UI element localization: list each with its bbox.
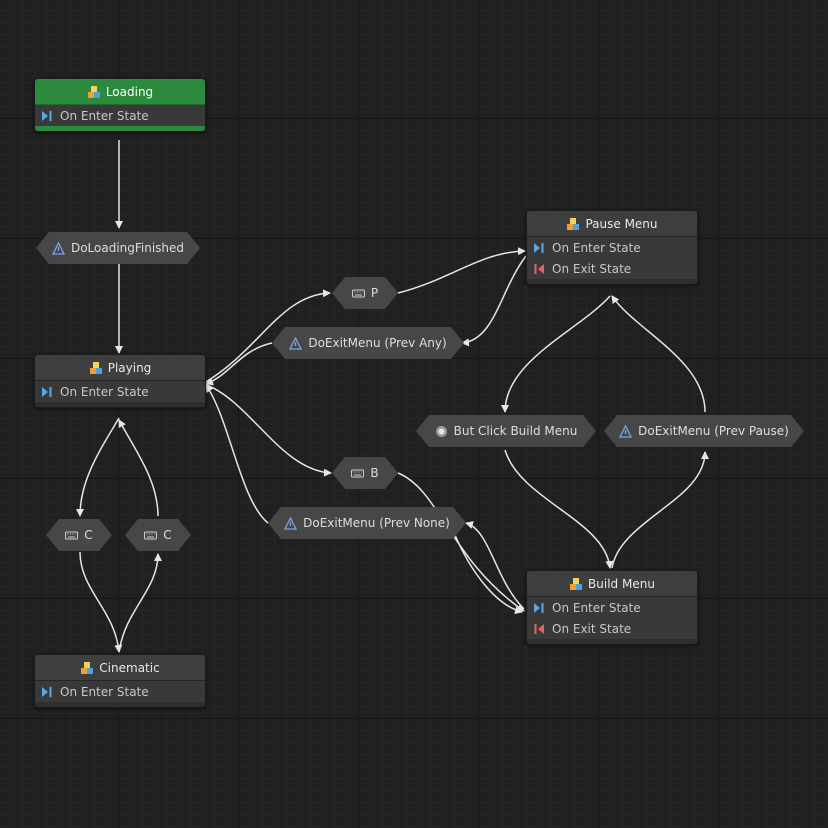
wire-cinematic-to-cright bbox=[118, 553, 162, 653]
wire-exitnone-to-build bbox=[454, 534, 523, 615]
on-enter-state-icon bbox=[534, 602, 544, 613]
event-signal-icon bbox=[52, 242, 65, 255]
keyboard-icon bbox=[352, 287, 365, 300]
state-action-label: On Enter State bbox=[60, 108, 149, 123]
event-signal-icon bbox=[289, 337, 302, 350]
state-header-loading[interactable]: Loading bbox=[35, 79, 205, 105]
state-node-loading[interactable]: Loading On Enter State bbox=[34, 78, 206, 132]
transition-label: DoExitMenu (Prev None) bbox=[303, 516, 450, 530]
state-action-row[interactable]: On Enter State bbox=[35, 381, 205, 402]
wire-pause-to-exitany bbox=[461, 255, 527, 347]
state-header-playing[interactable]: Playing bbox=[35, 355, 205, 381]
state-action-label: On Enter State bbox=[552, 240, 641, 255]
on-enter-state-icon bbox=[534, 242, 544, 253]
state-action-label: On Enter State bbox=[60, 384, 149, 399]
state-node-build-menu[interactable]: Build Menu On Enter State On Exit State bbox=[526, 570, 698, 645]
on-exit-state-icon bbox=[534, 623, 544, 634]
state-action-row[interactable]: On Enter State bbox=[35, 105, 205, 126]
state-cube-icon bbox=[81, 661, 94, 674]
transition-key-b[interactable]: B bbox=[332, 457, 398, 489]
wire-exitany-to-playing bbox=[205, 342, 273, 386]
button-click-icon bbox=[435, 425, 448, 438]
state-node-playing[interactable]: Playing On Enter State bbox=[34, 354, 206, 408]
keyboard-icon bbox=[351, 467, 364, 480]
state-header-build-menu[interactable]: Build Menu bbox=[527, 571, 697, 597]
transition-label: DoLoadingFinished bbox=[70, 241, 185, 255]
state-action-label: On Exit State bbox=[552, 261, 632, 276]
transition-key-c-right[interactable]: C bbox=[125, 519, 191, 551]
transition-but-click-build-menu[interactable]: But Click Build Menu bbox=[416, 415, 596, 447]
wire-playing-to-b bbox=[203, 383, 332, 477]
transition-label: But Click Build Menu bbox=[453, 424, 578, 438]
wire-cright-to-playing bbox=[118, 419, 159, 517]
wire-build-to-exitnone bbox=[465, 521, 525, 610]
wire-butclick-to-build bbox=[504, 449, 614, 569]
state-title-cinematic: Cinematic bbox=[99, 660, 160, 675]
state-header-cinematic[interactable]: Cinematic bbox=[35, 655, 205, 681]
node-footer bbox=[527, 279, 697, 284]
state-cube-icon bbox=[570, 577, 583, 590]
state-action-row[interactable]: On Enter State bbox=[35, 681, 205, 702]
state-action-label: On Enter State bbox=[552, 600, 641, 615]
wire-pause-to-butclick bbox=[501, 295, 611, 413]
node-footer bbox=[35, 702, 205, 707]
transition-do-exit-menu-prev-none[interactable]: DoExitMenu (Prev None) bbox=[268, 507, 466, 539]
state-node-cinematic[interactable]: Cinematic On Enter State bbox=[34, 654, 206, 708]
state-action-label: On Exit State bbox=[552, 621, 632, 636]
transition-label: C bbox=[163, 528, 172, 542]
keyboard-icon bbox=[65, 529, 78, 542]
on-enter-state-icon bbox=[42, 686, 52, 697]
transition-label: P bbox=[370, 286, 379, 300]
state-header-pause-menu[interactable]: Pause Menu bbox=[527, 211, 697, 237]
on-enter-state-icon bbox=[42, 110, 52, 121]
event-signal-icon bbox=[284, 517, 297, 530]
transition-label: B bbox=[370, 466, 379, 480]
state-action-row[interactable]: On Enter State bbox=[527, 597, 697, 618]
keyboard-icon bbox=[144, 529, 157, 542]
state-title-playing: Playing bbox=[107, 360, 152, 375]
state-title-build-menu: Build Menu bbox=[588, 576, 655, 591]
state-action-label: On Enter State bbox=[60, 684, 149, 699]
node-footer bbox=[35, 126, 205, 131]
wire-cleft-to-cinematic bbox=[79, 551, 123, 653]
on-exit-state-icon bbox=[534, 263, 544, 274]
transition-key-p[interactable]: P bbox=[332, 277, 398, 309]
node-footer bbox=[35, 402, 205, 407]
state-node-pause-menu[interactable]: Pause Menu On Enter State On Exit State bbox=[526, 210, 698, 285]
state-title-loading: Loading bbox=[105, 84, 154, 99]
transition-key-c-left[interactable]: C bbox=[46, 519, 112, 551]
wire-playing-to-cleft bbox=[76, 417, 120, 517]
wire-exitpause-to-pause bbox=[611, 295, 706, 413]
transition-do-exit-menu-prev-pause[interactable]: DoExitMenu (Prev Pause) bbox=[604, 415, 804, 447]
node-footer bbox=[527, 639, 697, 644]
event-signal-icon bbox=[619, 425, 632, 438]
state-cube-icon bbox=[89, 361, 102, 374]
wire-b-to-build bbox=[397, 472, 525, 612]
transition-label: C bbox=[84, 528, 93, 542]
state-title-pause-menu: Pause Menu bbox=[585, 216, 658, 231]
wire-build-to-exitpause bbox=[611, 451, 709, 569]
transition-do-exit-menu-prev-any[interactable]: DoExitMenu (Prev Any) bbox=[272, 327, 464, 359]
state-action-row[interactable]: On Exit State bbox=[527, 618, 697, 639]
state-cube-icon bbox=[567, 217, 580, 230]
wire-exitnone-to-playing bbox=[205, 384, 269, 524]
transition-label: DoExitMenu (Prev Pause) bbox=[638, 424, 789, 438]
state-cube-icon bbox=[87, 85, 100, 98]
state-action-row[interactable]: On Enter State bbox=[527, 237, 697, 258]
on-enter-state-icon bbox=[42, 386, 52, 397]
state-action-row[interactable]: On Exit State bbox=[527, 258, 697, 279]
wire-p-to-pause bbox=[397, 247, 526, 294]
transition-do-loading-finished[interactable]: DoLoadingFinished bbox=[36, 232, 200, 264]
transition-label: DoExitMenu (Prev Any) bbox=[308, 336, 447, 350]
